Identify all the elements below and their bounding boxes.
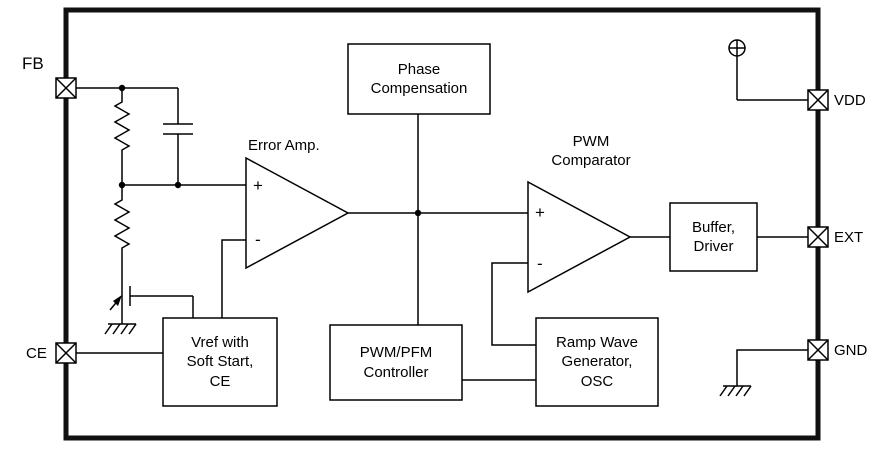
power-source-icon [728,39,746,100]
block-ramp-wave-generator [535,317,659,407]
pwm-comparator-triangle [527,180,632,294]
block-buffer-driver [669,202,758,272]
mosfet-arrow-head [113,295,122,306]
error-amp-triangle [245,156,350,270]
pin-ext [807,226,829,248]
pin-ce [55,342,77,364]
pin-gnd [807,339,829,361]
block-vref-soft-start [162,317,278,407]
chip-boundary [63,7,821,441]
wire-gnd [736,349,808,386]
resistor-r1 [113,88,131,185]
resistor-r2 [113,185,131,284]
pin-fb [55,77,77,99]
junction-dots [118,84,422,217]
wire-vref-to-minus [221,239,246,318]
wire-ramp-to-comparator-minus [491,262,536,346]
block-pwm-pfm-controller [329,324,463,401]
ground-symbol-left [104,323,137,335]
ground-symbol-right [719,385,752,397]
pin-vdd [807,89,829,111]
block-phase-compensation [347,43,491,115]
